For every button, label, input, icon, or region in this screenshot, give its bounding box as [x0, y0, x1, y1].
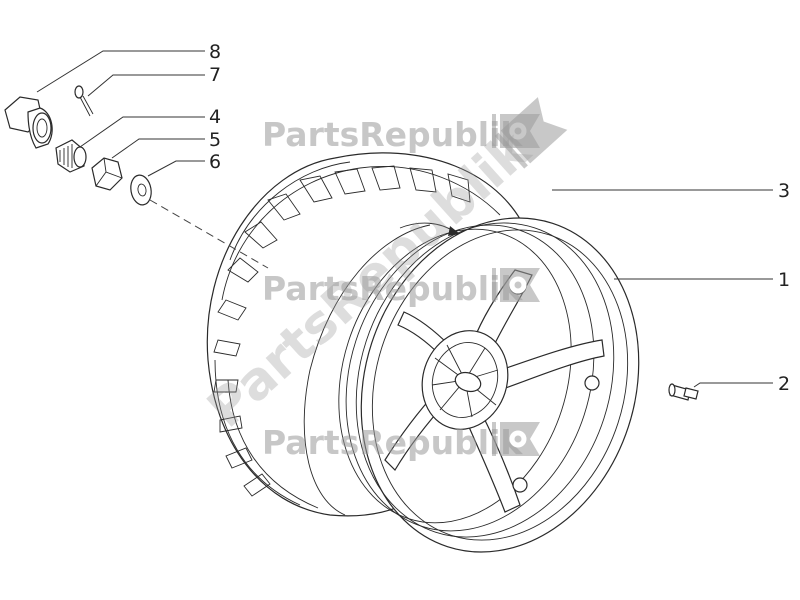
leader-6 — [147, 160, 205, 177]
valve — [668, 383, 699, 401]
callout-numbers: 8 7 4 5 6 3 1 2 — [209, 41, 790, 395]
svg-text:PartsRepublik: PartsRepublik — [262, 269, 523, 308]
rim — [338, 217, 640, 553]
callout-1: 1 — [778, 269, 790, 291]
watermark-top: PartsRepublik — [262, 114, 540, 154]
callout-8: 8 — [209, 41, 221, 63]
callout-4: 4 — [209, 106, 221, 128]
callout-5: 5 — [209, 129, 221, 151]
callout-2: 2 — [778, 373, 790, 395]
spacer — [55, 139, 87, 173]
nut — [4, 96, 53, 149]
leader-lines — [36, 50, 773, 388]
washer — [130, 174, 152, 206]
watermark-bottom: PartsRepublik — [262, 422, 540, 462]
svg-text:PartsRepublik: PartsRepublik — [262, 423, 523, 462]
callout-3: 3 — [778, 180, 790, 202]
hex-nut — [91, 157, 123, 191]
split-pin — [74, 85, 94, 117]
leader-2 — [693, 382, 773, 388]
axle-centerline — [149, 199, 269, 269]
leader-8 — [36, 50, 205, 93]
callout-7: 7 — [209, 64, 221, 86]
leader-4 — [79, 116, 205, 148]
callout-6: 6 — [209, 151, 221, 173]
leader-5 — [111, 138, 205, 159]
watermark-middle: PartsRepublik — [262, 268, 540, 308]
leader-7 — [87, 74, 205, 97]
svg-text:PartsRepublik: PartsRepublik — [262, 115, 523, 154]
